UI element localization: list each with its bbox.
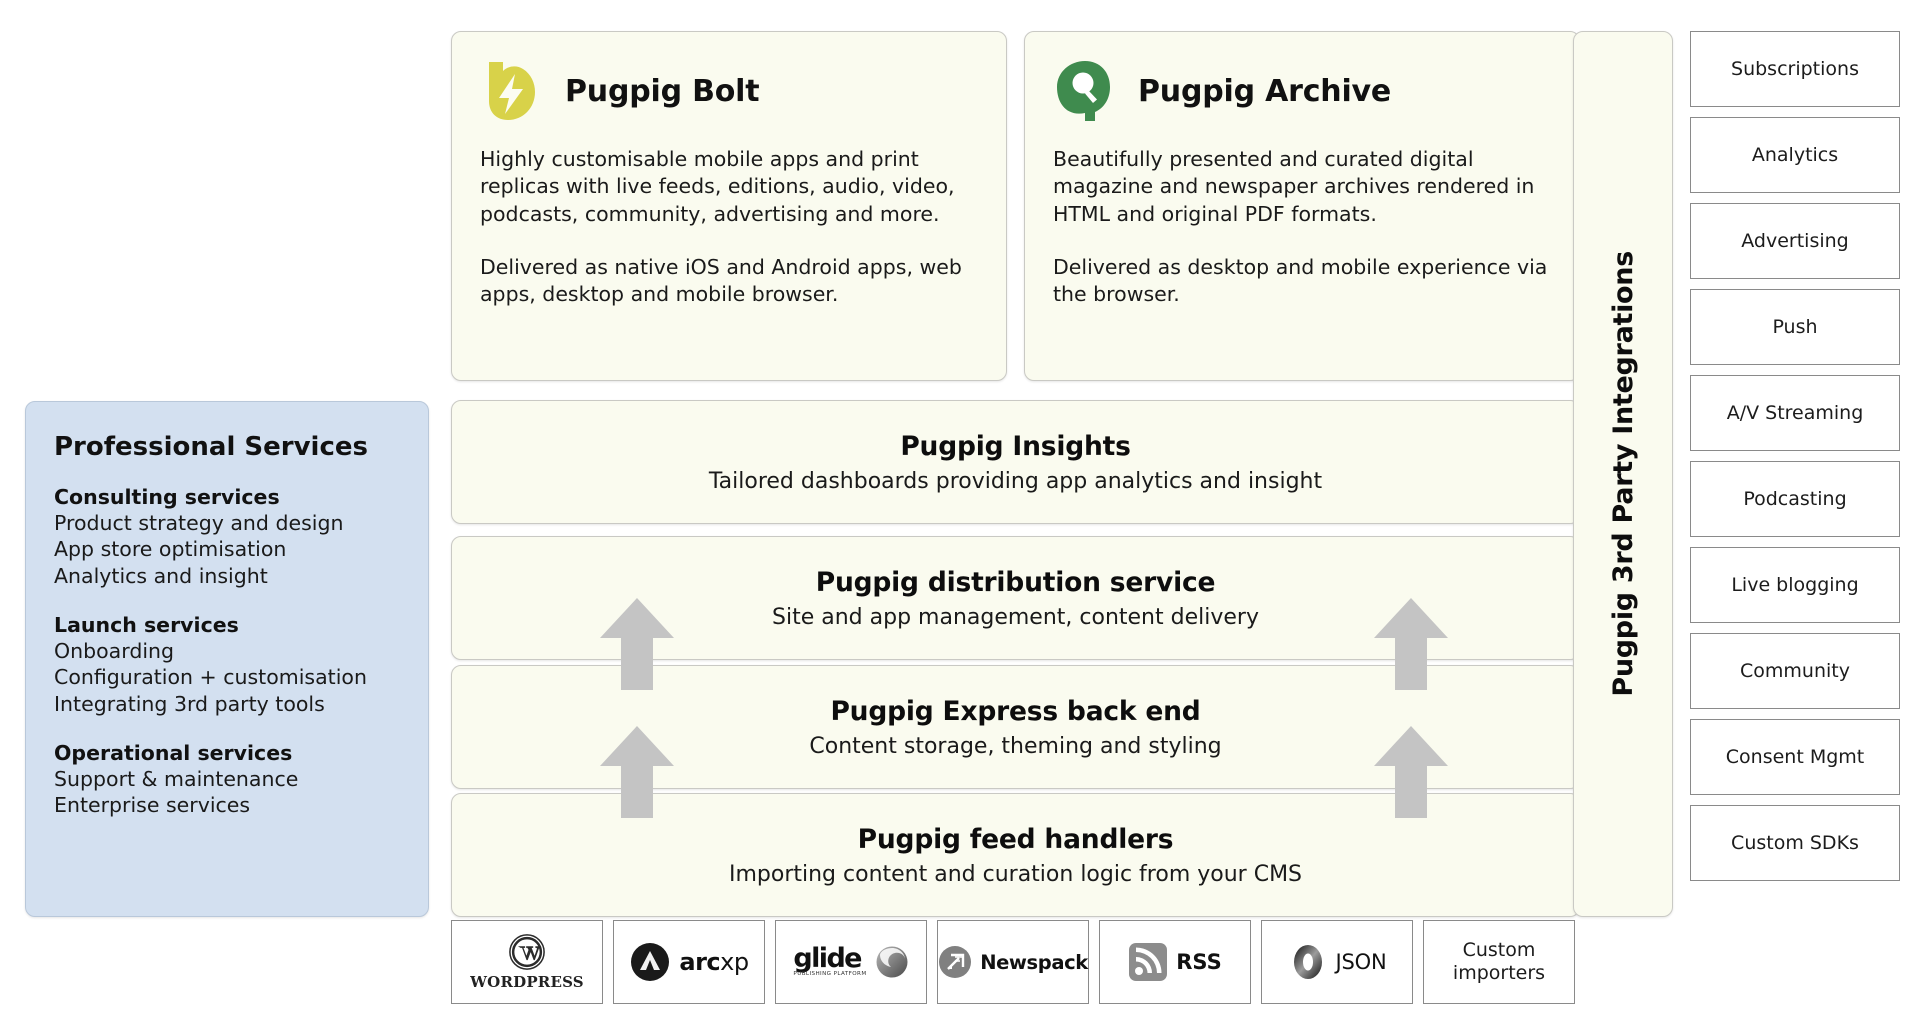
stack-bar-subtitle: Site and app management, content deliver… <box>772 604 1259 630</box>
services-group: Consulting services Product strategy and… <box>54 484 428 589</box>
integration-label: Consent Mgmt <box>1725 746 1865 768</box>
arcxp-wordmark-light: xp <box>720 948 749 976</box>
integration-label: Analytics <box>1751 144 1839 166</box>
arcxp-wordmark: arcxp <box>679 948 749 976</box>
integration-item-podcasting[interactable]: Podcasting <box>1690 461 1900 537</box>
rss-logo-icon <box>1128 942 1168 982</box>
cms-source-newspack[interactable]: Newspack <box>937 920 1089 1004</box>
third-party-integrations-panel: Pugpig 3rd Party Integrations <box>1573 31 1673 917</box>
cms-source-wordpress[interactable]: WORDPRESS <box>451 920 603 1004</box>
wordpress-logo-icon <box>508 933 546 971</box>
integration-label: Advertising <box>1741 230 1849 252</box>
card-paragraph: Delivered as native iOS and Android apps… <box>480 254 962 306</box>
card-body: Highly customisable mobile apps and prin… <box>452 124 1006 308</box>
product-card-archive: Pugpig Archive Beautifully presented and… <box>1024 31 1580 381</box>
arcxp-logo-icon <box>629 941 671 983</box>
services-item: Configuration + customisation <box>54 665 367 690</box>
services-item: App store optimisation <box>54 537 287 562</box>
integration-label: Live blogging <box>1731 574 1859 596</box>
cms-source-arcxp[interactable]: arcxp <box>613 920 765 1004</box>
card-paragraph: Delivered as desktop and mobile experien… <box>1053 254 1548 306</box>
glide-wordmark: glide <box>793 942 862 974</box>
services-item: Product strategy and design <box>54 511 344 536</box>
rss-wordmark: RSS <box>1176 950 1222 974</box>
integration-label: A/V Streaming <box>1726 402 1864 424</box>
services-item: Enterprise services <box>54 793 251 818</box>
integration-item-subscriptions[interactable]: Subscriptions <box>1690 31 1900 107</box>
stack-bar-title: Pugpig Express back end <box>830 695 1201 727</box>
glide-sublabel: PUBLISHING PLATFORM <box>793 971 867 978</box>
card-paragraph: Highly customisable mobile apps and prin… <box>480 147 955 226</box>
card-body: Beautifully presented and curated digita… <box>1025 124 1579 308</box>
glide-logo-icon <box>875 945 909 979</box>
third-party-label: Pugpig 3rd Party Integrations <box>1607 251 1639 697</box>
stack-bar-subtitle: Importing content and curation logic fro… <box>728 861 1303 887</box>
services-group: Operational services Support & maintenan… <box>54 740 428 819</box>
services-item: Integrating 3rd party tools <box>54 691 325 716</box>
stack-bar-title: Pugpig Insights <box>900 430 1131 462</box>
stack-bar-insights: Pugpig Insights Tailored dashboards prov… <box>451 400 1580 524</box>
integration-item-consent-mgmt[interactable]: Consent Mgmt <box>1690 719 1900 795</box>
third-party-label-wrap: Pugpig 3rd Party Integrations <box>1574 32 1672 916</box>
services-item: Onboarding <box>54 639 175 664</box>
card-title: Pugpig Bolt <box>565 73 760 109</box>
cms-source-rss[interactable]: RSS <box>1099 920 1251 1004</box>
integration-label: Podcasting <box>1743 488 1847 510</box>
flow-arrow-up-icon <box>600 598 674 690</box>
wordpress-wordmark: WORDPRESS <box>470 973 584 991</box>
services-group-heading: Consulting services <box>54 485 280 509</box>
card-header: Pugpig Archive <box>1025 32 1579 124</box>
json-wordmark: JSON <box>1335 950 1387 974</box>
integration-item-push[interactable]: Push <box>1690 289 1900 365</box>
newspack-logo-icon <box>938 945 972 979</box>
integration-label: Push <box>1772 316 1818 338</box>
integration-label: Custom SDKs <box>1731 832 1859 854</box>
stack-bar-title: Pugpig feed handlers <box>857 823 1174 855</box>
stack-bar-feed-handlers: Pugpig feed handlers Importing content a… <box>451 793 1580 917</box>
flow-arrow-up-icon <box>1374 726 1448 818</box>
arcxp-wordmark-bold: arc <box>679 948 721 976</box>
integration-item-live-blogging[interactable]: Live blogging <box>1690 547 1900 623</box>
card-paragraph: Beautifully presented and curated digita… <box>1053 147 1535 226</box>
json-logo-icon <box>1288 942 1328 982</box>
cms-source-json[interactable]: JSON <box>1261 920 1413 1004</box>
panel-title: Professional Services <box>54 432 368 462</box>
card-header: Pugpig Bolt <box>452 32 1006 124</box>
flow-arrow-up-icon <box>600 726 674 818</box>
flow-arrow-up-icon <box>1374 598 1448 690</box>
product-card-bolt: Pugpig Bolt Highly customisable mobile a… <box>451 31 1007 381</box>
integration-item-custom-sdks[interactable]: Custom SDKs <box>1690 805 1900 881</box>
pugpig-bolt-logo-icon <box>479 58 545 124</box>
services-item: Support & maintenance <box>54 767 299 792</box>
stack-bar-title: Pugpig distribution service <box>815 566 1216 598</box>
services-group: Launch services Onboarding Configuration… <box>54 612 428 717</box>
services-group-heading: Operational services <box>54 740 293 765</box>
integration-item-analytics[interactable]: Analytics <box>1690 117 1900 193</box>
stack-bar-subtitle: Tailored dashboards providing app analyt… <box>708 468 1323 494</box>
cms-source-custom-importers[interactable]: Custom importers <box>1423 920 1575 1004</box>
newspack-wordmark: Newspack <box>980 950 1088 974</box>
cms-source-glide[interactable]: glide PUBLISHING PLATFORM <box>775 920 927 1004</box>
cms-sources-row: WORDPRESS arcxp glide PUBLISHING PLATFOR… <box>451 920 1575 1004</box>
services-groups: Consulting services Product strategy and… <box>26 462 428 819</box>
card-title: Pugpig Archive <box>1138 73 1392 109</box>
services-group-heading: Launch services <box>54 612 239 637</box>
services-item: Analytics and insight <box>54 563 268 588</box>
stack-bar-subtitle: Content storage, theming and styling <box>809 733 1222 759</box>
pugpig-archive-logo-icon <box>1052 58 1118 124</box>
integration-item-community[interactable]: Community <box>1690 633 1900 709</box>
integration-label: Subscriptions <box>1731 58 1859 80</box>
integration-item-advertising[interactable]: Advertising <box>1690 203 1900 279</box>
integration-label: Community <box>1740 660 1850 682</box>
integration-item-av-streaming[interactable]: A/V Streaming <box>1690 375 1900 451</box>
integrations-list: Subscriptions Analytics Advertising Push… <box>1690 31 1900 891</box>
professional-services-panel: Professional Services Consulting service… <box>25 401 429 917</box>
custom-importers-label: Custom importers <box>1452 938 1546 984</box>
